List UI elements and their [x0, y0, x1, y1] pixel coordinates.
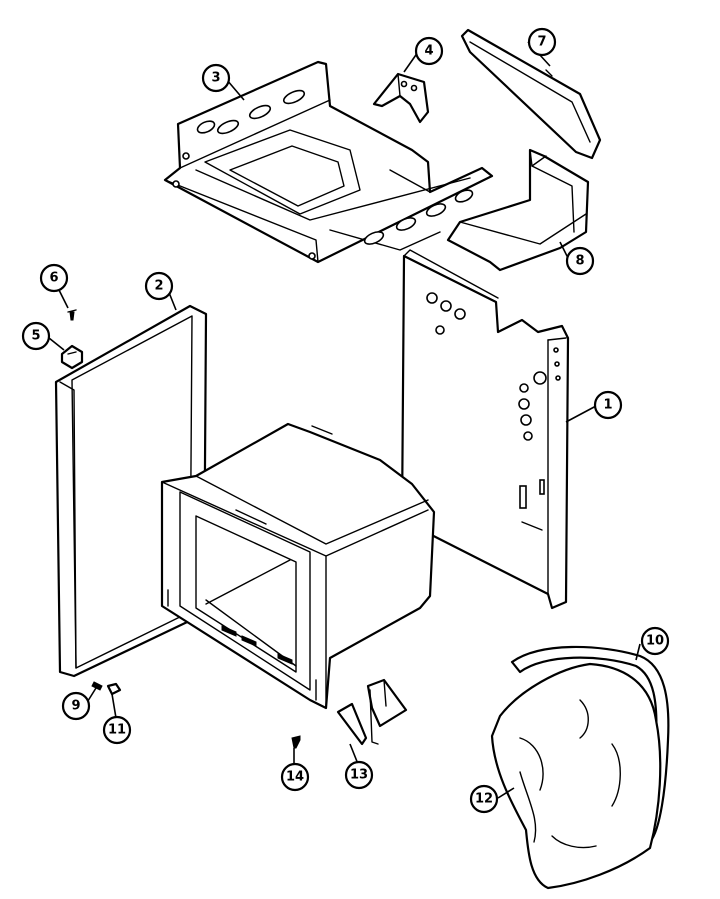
callout-7: 7: [527, 27, 557, 57]
callout-5: 5: [21, 321, 51, 351]
callout-1: 1: [593, 390, 623, 420]
part-small-bracket: [372, 72, 430, 124]
callout-label-12: 12: [475, 792, 493, 807]
callout-label-6: 6: [49, 271, 58, 286]
callout-4: 4: [414, 36, 444, 66]
callout-9: 9: [61, 691, 91, 721]
callout-2: 2: [144, 271, 174, 301]
part-top-frame: [163, 60, 494, 264]
callout-label-1: 1: [603, 398, 612, 413]
part-oven-cavity: [160, 422, 436, 710]
callout-12: 12: [469, 784, 499, 814]
part-vent-duct: [446, 148, 590, 272]
callout-6: 6: [39, 263, 69, 293]
callout-label-11: 11: [108, 723, 126, 738]
callout-3: 3: [201, 63, 231, 93]
callout-label-13: 13: [350, 768, 368, 783]
callout-label-3: 3: [211, 71, 220, 86]
part-side-panel: [400, 249, 570, 610]
part-vent-trim: [460, 28, 602, 160]
callout-14: 14: [280, 762, 310, 792]
part-clip: [60, 344, 84, 370]
callout-10: 10: [640, 626, 670, 656]
callout-label-9: 9: [71, 699, 80, 714]
callout-13: 13: [344, 760, 374, 790]
part-hinge-bracket: [336, 678, 408, 746]
callout-label-8: 8: [575, 254, 584, 269]
callout-8: 8: [565, 246, 595, 276]
part-screw-14: [291, 735, 301, 749]
part-nut-11: [106, 682, 122, 696]
callout-label-14: 14: [286, 770, 304, 785]
callout-label-2: 2: [154, 279, 163, 294]
callout-label-4: 4: [424, 44, 433, 59]
callout-label-7: 7: [537, 35, 546, 50]
part-insulation: [490, 662, 662, 890]
callout-11: 11: [102, 715, 132, 745]
callout-label-5: 5: [31, 329, 40, 344]
part-screw-6: [67, 309, 77, 321]
part-screw-9: [91, 681, 103, 691]
callout-label-10: 10: [646, 634, 664, 649]
